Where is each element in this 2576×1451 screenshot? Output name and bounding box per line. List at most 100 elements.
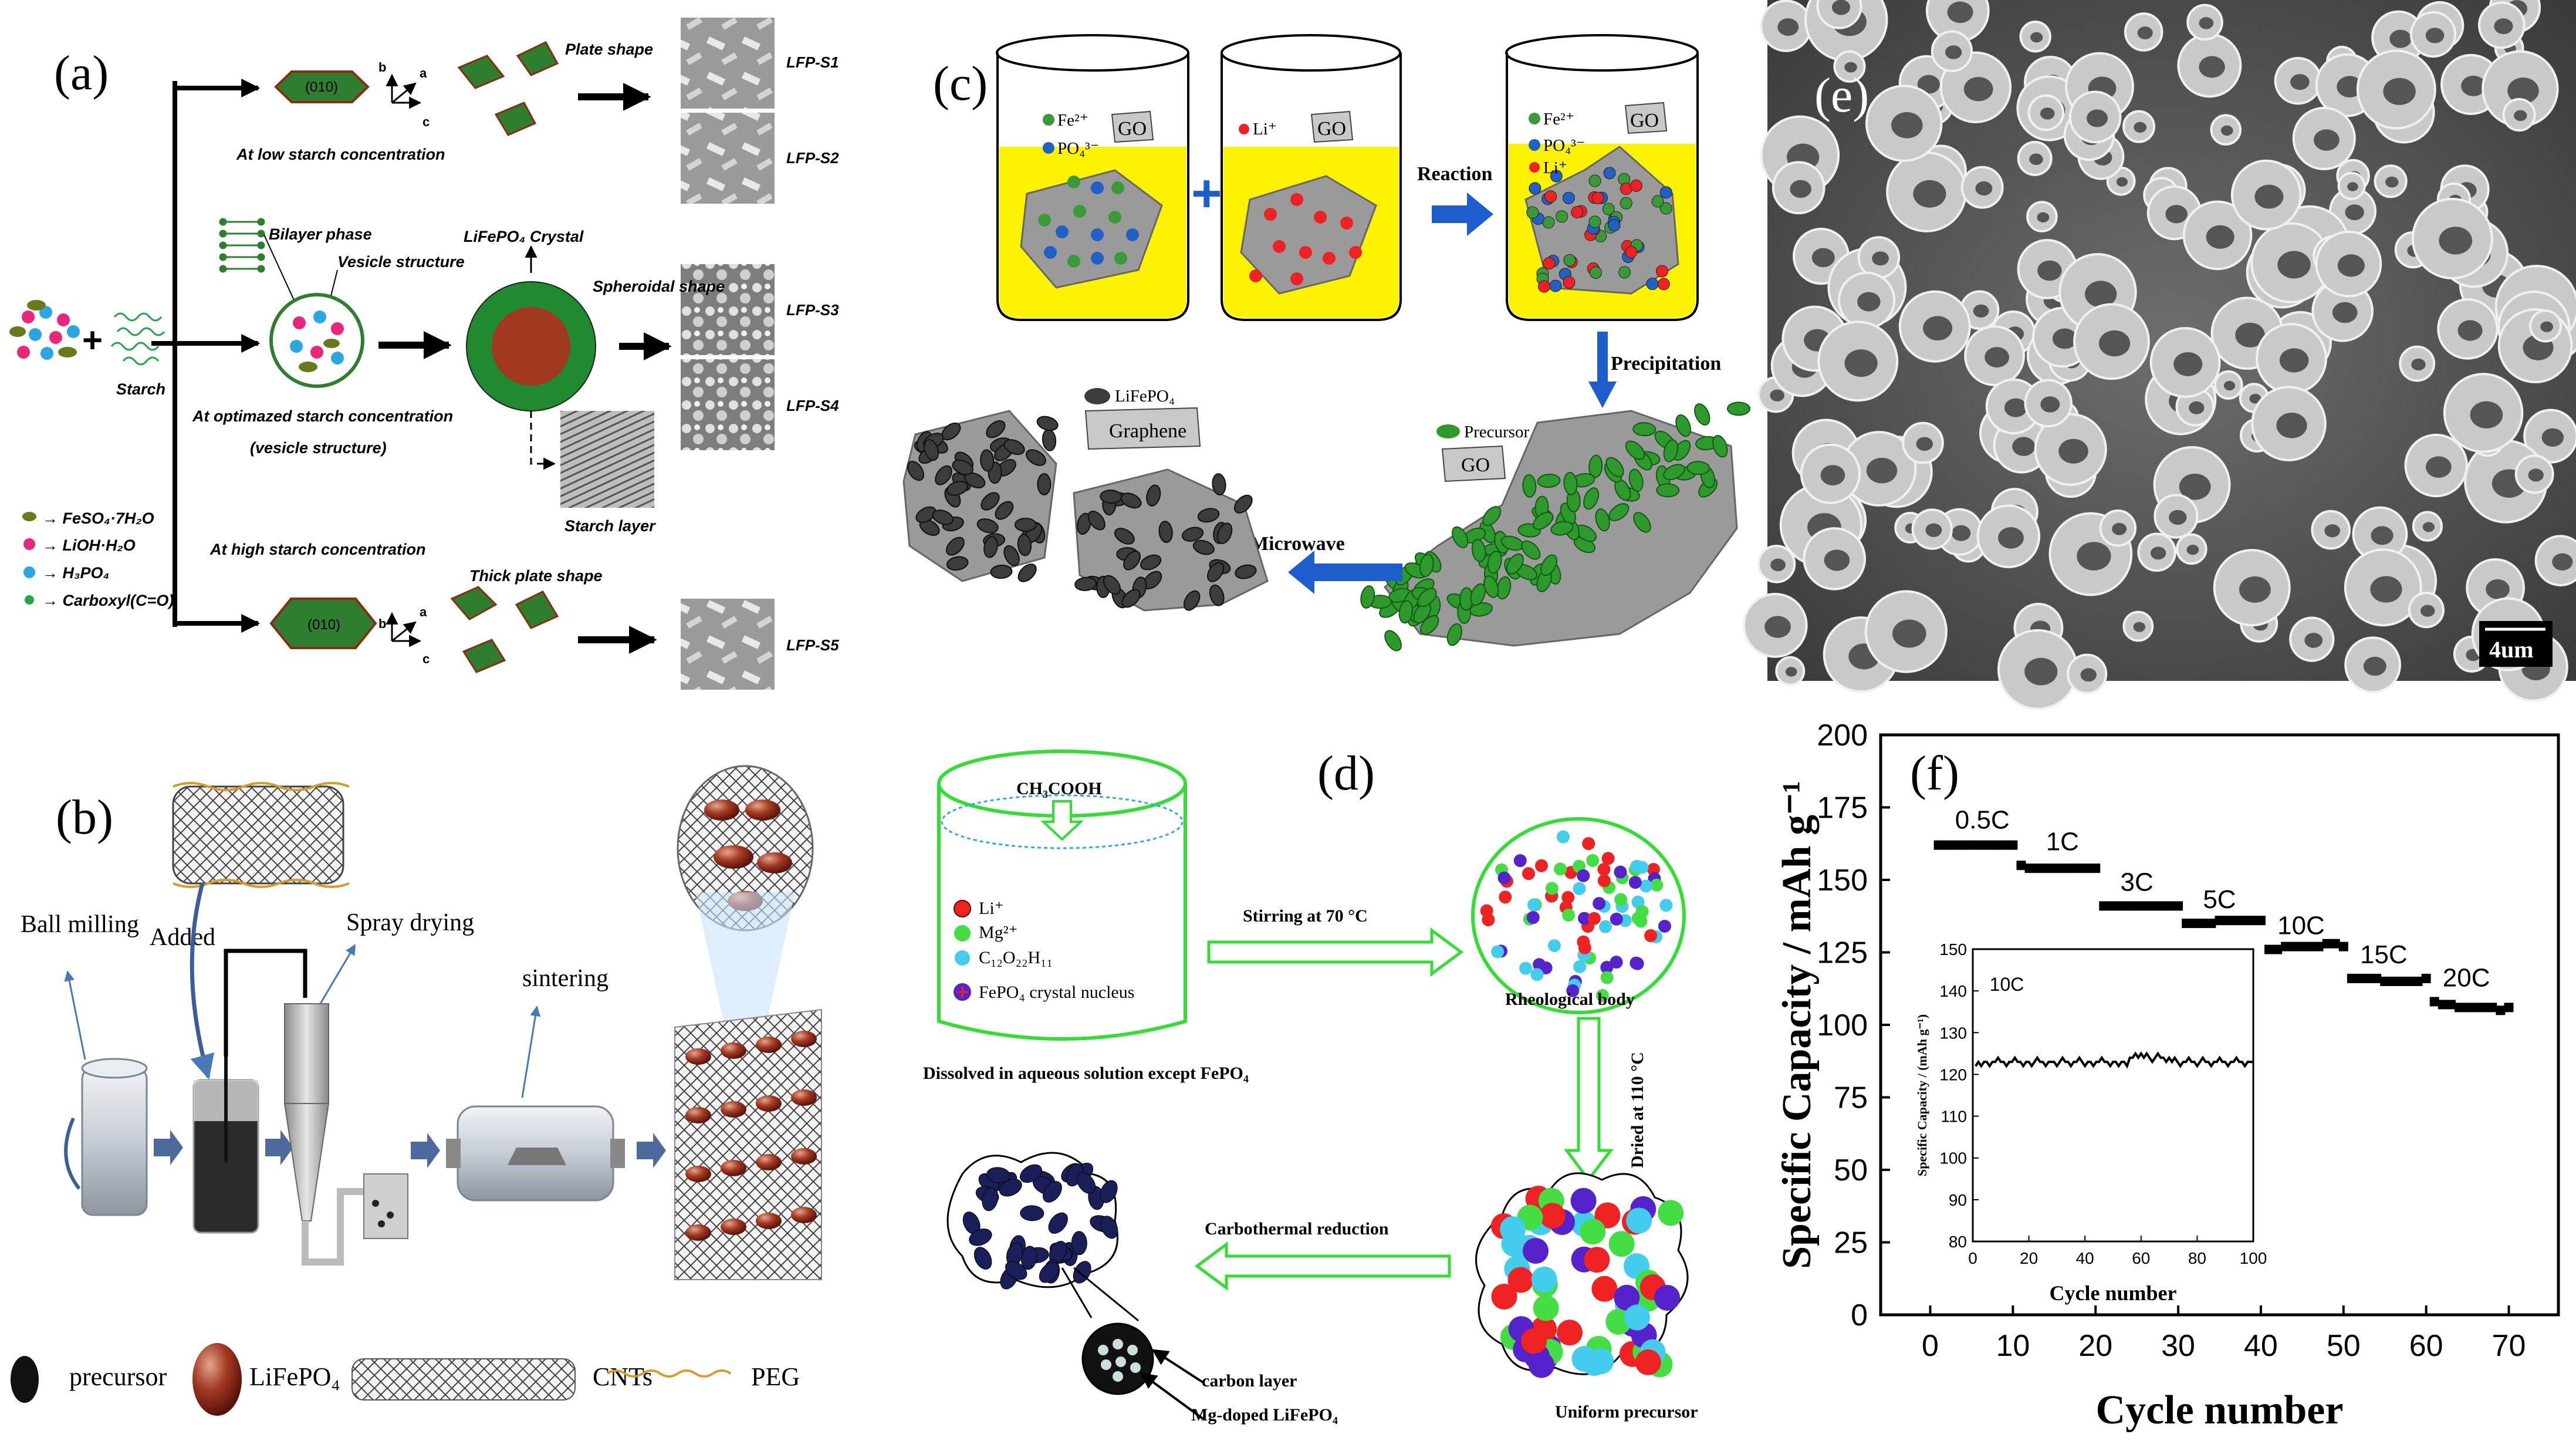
sem-ring-hole <box>2514 110 2527 122</box>
rheo-particle <box>1582 837 1595 851</box>
precursor-particle <box>1632 422 1657 437</box>
carbothermal-label: Carbothermal reduction <box>1205 1219 1389 1239</box>
sem-ring-hole <box>1857 292 1881 312</box>
y-tick-label: 100 <box>1817 1008 1868 1042</box>
sem-ring-hole <box>1925 523 1942 537</box>
c-rate-label: 10C <box>2277 912 2325 940</box>
sem-ring-hole <box>2507 77 2539 104</box>
rheo-particle <box>1650 878 1664 892</box>
x-tick-label: 50 <box>2327 1329 2361 1363</box>
x-tick-label: 20 <box>2078 1329 2112 1363</box>
svg-text:GO: GO <box>1630 110 1659 131</box>
rheo-particle <box>1491 945 1505 959</box>
svg-text:LFP-S1: LFP-S1 <box>786 53 839 71</box>
ion-particle <box>1537 280 1550 293</box>
svg-text:GO: GO <box>1118 118 1147 140</box>
ball-mill-jar <box>64 1058 148 1216</box>
precursor-particle <box>1726 401 1750 416</box>
sem-ring-hole <box>2425 456 2452 478</box>
uniform-particle <box>1539 1203 1566 1229</box>
precursor-particle <box>1663 464 1685 481</box>
precursor-particle <box>1470 583 1486 606</box>
sintering-label: sintering <box>522 965 608 992</box>
sem-ring-hole <box>2528 468 2544 482</box>
axes-glyph-bottom <box>386 612 422 647</box>
sem-ring-hole <box>2383 77 2416 105</box>
sem-ring-hole <box>1824 549 1850 571</box>
sem-ring-hole <box>2098 330 2131 357</box>
ion-particle <box>1556 210 1568 223</box>
lifepo4-particle <box>1209 584 1225 606</box>
c-rate-label: 3C <box>2120 868 2153 896</box>
x-tick-label: 40 <box>2244 1329 2278 1363</box>
sem-ring-hole <box>2304 633 2323 648</box>
uniform-particle <box>1533 1295 1559 1321</box>
precursor-particle <box>1540 554 1558 576</box>
x-tick-label: 70 <box>2492 1329 2526 1363</box>
uniform-particle <box>1614 1284 1640 1311</box>
sem-ring-hole <box>1916 437 1933 451</box>
sem-ring-hole <box>2084 281 2117 308</box>
ion-particle <box>1608 219 1621 232</box>
x-tick-label: 60 <box>2409 1329 2443 1363</box>
starch-layer-image <box>560 411 654 508</box>
tube-furnace <box>446 1105 625 1202</box>
ion-particle <box>1591 191 1604 204</box>
mg-doped-particle <box>1100 1180 1118 1203</box>
microwave-label: Microwave <box>1250 533 1345 555</box>
inset-x-tick-label: 20 <box>2020 1249 2038 1267</box>
scale-bar-label: 4um <box>2489 636 2534 663</box>
svg-text:CH₃COOH: CH₃COOH <box>1016 779 1102 798</box>
lifepo4-particle <box>946 556 969 571</box>
sem-ring-hole <box>1947 1 1973 23</box>
lifepo4-particle <box>983 536 998 558</box>
sem-ring-hole <box>1866 457 1898 484</box>
stirring-label: Stirring at 70 °C <box>1243 906 1368 926</box>
series-line <box>2351 977 2427 983</box>
plate-crystal-high: (010) <box>269 598 377 649</box>
uniform-particle <box>1580 1219 1606 1245</box>
reagent-mixture <box>9 300 80 360</box>
sem-ring-hole <box>2169 509 2187 525</box>
uniform-particle <box>1531 1266 1557 1293</box>
sem-ring-hole <box>2486 579 2510 599</box>
sem-ring-hole <box>2332 302 2358 323</box>
inset-frame <box>1972 948 2254 1243</box>
precursor-particle <box>1417 588 1437 608</box>
reagent-legend: → FeSO₄·7H₂O → LiOH·H₂O → H₃PO₄ → Carbox… <box>22 509 174 609</box>
uniform-particle <box>1608 1231 1635 1257</box>
spray-drying-label: Spray drying <box>346 909 474 936</box>
sem-ring-hole <box>2385 176 2399 188</box>
lifepo4-particle <box>1197 508 1220 523</box>
rheo-particle <box>1600 971 1614 984</box>
uniform-label: Uniform precursor <box>1555 1402 1698 1422</box>
starch-strands <box>110 312 165 366</box>
rheo-particle <box>1595 989 1609 1003</box>
y-tick-label: 75 <box>1834 1081 1868 1115</box>
c-rate-label: 20C <box>2443 963 2490 992</box>
svg-text:GO: GO <box>1317 118 1346 140</box>
mg-doped-particle <box>986 1167 1010 1183</box>
rheo-particle <box>1578 912 1591 925</box>
ion-particle <box>1602 203 1615 215</box>
lifepo4-particle <box>924 439 939 461</box>
uniform-particle <box>1635 1349 1661 1375</box>
lifepo4-particle <box>1235 564 1257 579</box>
rheo-particle <box>1527 898 1540 912</box>
y-tick-label: 150 <box>1817 863 1868 897</box>
spray-dryer <box>283 1003 408 1266</box>
ion-particle <box>1630 179 1642 192</box>
mg-doped-particle <box>1020 1205 1044 1221</box>
precursor-particle <box>1419 554 1434 578</box>
carbon-layer-label: carbon layer <box>1202 1371 1297 1391</box>
sem-ring-hole <box>2116 177 2128 187</box>
sem-ring-hole <box>2199 56 2225 78</box>
ion-particle <box>1571 205 1584 218</box>
sem-ring-hole <box>2277 251 2311 279</box>
sem-ring-hole <box>1985 347 2010 368</box>
sem-ring-hole <box>2345 204 2364 221</box>
rheo-particle <box>1566 984 1580 997</box>
sem-ring-hole <box>2189 401 2205 414</box>
sem-ring-hole <box>1975 181 1993 196</box>
svg-text:Precursor: Precursor <box>1464 423 1529 441</box>
